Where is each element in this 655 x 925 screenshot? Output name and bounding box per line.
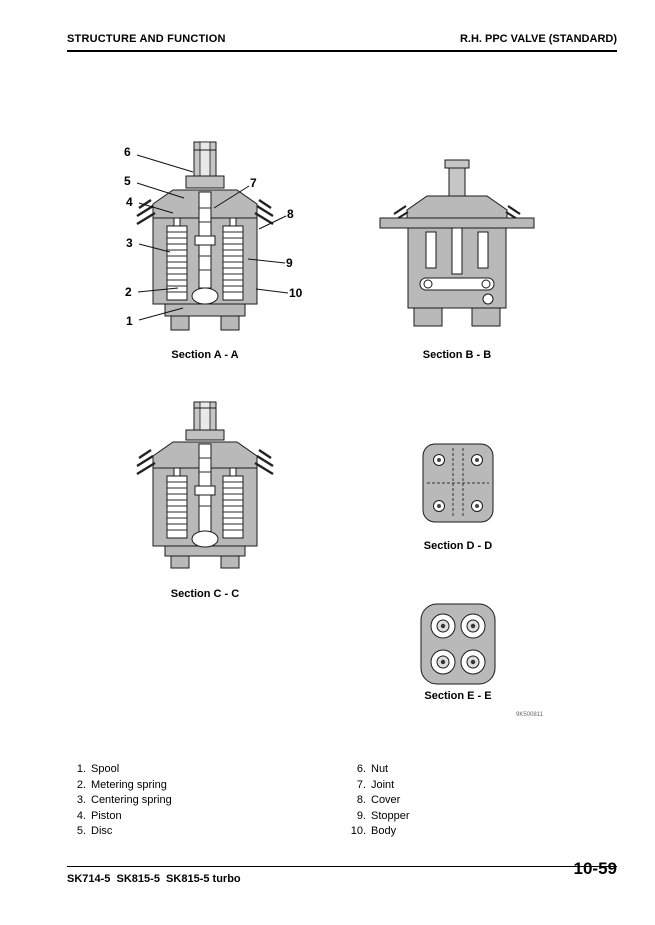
mounting-flange <box>379 217 535 229</box>
part-name: Cover <box>371 794 401 807</box>
callout-9: 9 <box>286 256 293 270</box>
spring-left <box>166 467 188 539</box>
part-number: 10. <box>350 825 366 838</box>
section-c-drawing <box>136 401 274 569</box>
section-e-drawing <box>420 603 496 685</box>
valve-joint <box>185 401 225 441</box>
header-rule <box>67 50 617 52</box>
callout-8: 8 <box>287 207 294 221</box>
footer-rule <box>67 866 617 867</box>
parts-list-item: 4. Piston <box>62 809 172 825</box>
callout-5: 5 <box>124 174 131 188</box>
body-internals <box>419 227 495 305</box>
part-name: Piston <box>91 809 122 822</box>
parts-list-item: 1. Spool <box>62 762 172 778</box>
header-right-title: R.H. PPC VALVE (STANDARD) <box>459 33 617 45</box>
parts-list-item: 3. Centering spring <box>62 793 172 809</box>
section-e-label: Section E - E <box>424 690 492 702</box>
callout-4: 4 <box>126 195 133 209</box>
parts-list-item: 8. Cover <box>342 793 410 809</box>
section-d-label: Section D - D <box>423 540 493 552</box>
ports <box>430 613 486 675</box>
leader-lines <box>136 154 289 321</box>
footer-page-number: 10-59 <box>573 859 617 878</box>
body-port <box>191 530 219 548</box>
valve-joint <box>185 141 225 189</box>
part-name: Disc <box>91 825 113 838</box>
callout-1: 1 <box>126 314 133 328</box>
body-port <box>191 287 219 305</box>
part-number: 1. <box>76 763 86 775</box>
bolt-holes <box>433 454 483 512</box>
section-d-drawing <box>422 443 494 523</box>
parts-list-item: 7. Joint <box>342 778 410 794</box>
callout-2: 2 <box>125 285 132 299</box>
valve-joint <box>444 159 470 197</box>
spring-left <box>166 217 188 301</box>
part-name: Joint <box>371 778 395 791</box>
parts-list-item: 10. Body <box>342 824 410 840</box>
part-number: 9. <box>356 809 366 822</box>
part-name: Spool <box>91 763 120 775</box>
parts-list-left-column: 1. Spool 2. Metering spring 3. Centering sp… <box>62 762 172 840</box>
callout-3: 3 <box>126 236 133 250</box>
part-name: Nut <box>371 763 389 775</box>
parts-list-item: 2. Metering spring <box>62 778 172 794</box>
part-name: Body <box>371 825 397 838</box>
callout-7: 7 <box>250 176 257 190</box>
part-number: 2. <box>76 778 86 791</box>
spool <box>194 191 216 289</box>
part-number: 8. <box>356 794 366 807</box>
spring-right <box>222 467 244 539</box>
header-left-title: STRUCTURE AND FUNCTION <box>67 33 226 45</box>
parts-list-right-column: 6. Nut 7. Joint 8. Cover 9. Stopper 10. Body <box>342 762 410 840</box>
section-b-label: Section B - B <box>422 349 492 361</box>
spool <box>194 443 216 533</box>
parts-list-item: 6. Nut <box>342 762 410 778</box>
center-lines <box>427 448 489 518</box>
part-name: Centering spring <box>91 794 172 807</box>
part-name: Stopper <box>371 809 410 822</box>
section-a-drawing <box>136 141 274 331</box>
plate <box>420 603 496 685</box>
section-a-label: Section A - A <box>171 349 239 361</box>
callout-10: 10 <box>289 286 303 300</box>
part-number: 5. <box>76 825 86 838</box>
spring-right <box>222 217 244 301</box>
part-number: 6. <box>356 763 366 775</box>
part-number: 7. <box>356 778 366 791</box>
footer-model-list: SK714-5 SK815-5 SK815-5 turbo <box>67 873 241 885</box>
part-name: Metering spring <box>91 778 167 791</box>
figure-code: 9K500811 <box>516 712 543 718</box>
parts-list-item: 9. Stopper <box>342 809 410 825</box>
section-b-drawing <box>379 159 535 327</box>
section-c-label: Section C - C <box>170 588 240 600</box>
part-number: 4. <box>76 809 86 822</box>
piston-boots <box>136 449 274 476</box>
part-number: 3. <box>76 794 86 807</box>
parts-list-item: 5. Disc <box>62 824 172 840</box>
valve-cover <box>406 195 508 219</box>
callout-6: 6 <box>124 145 131 159</box>
